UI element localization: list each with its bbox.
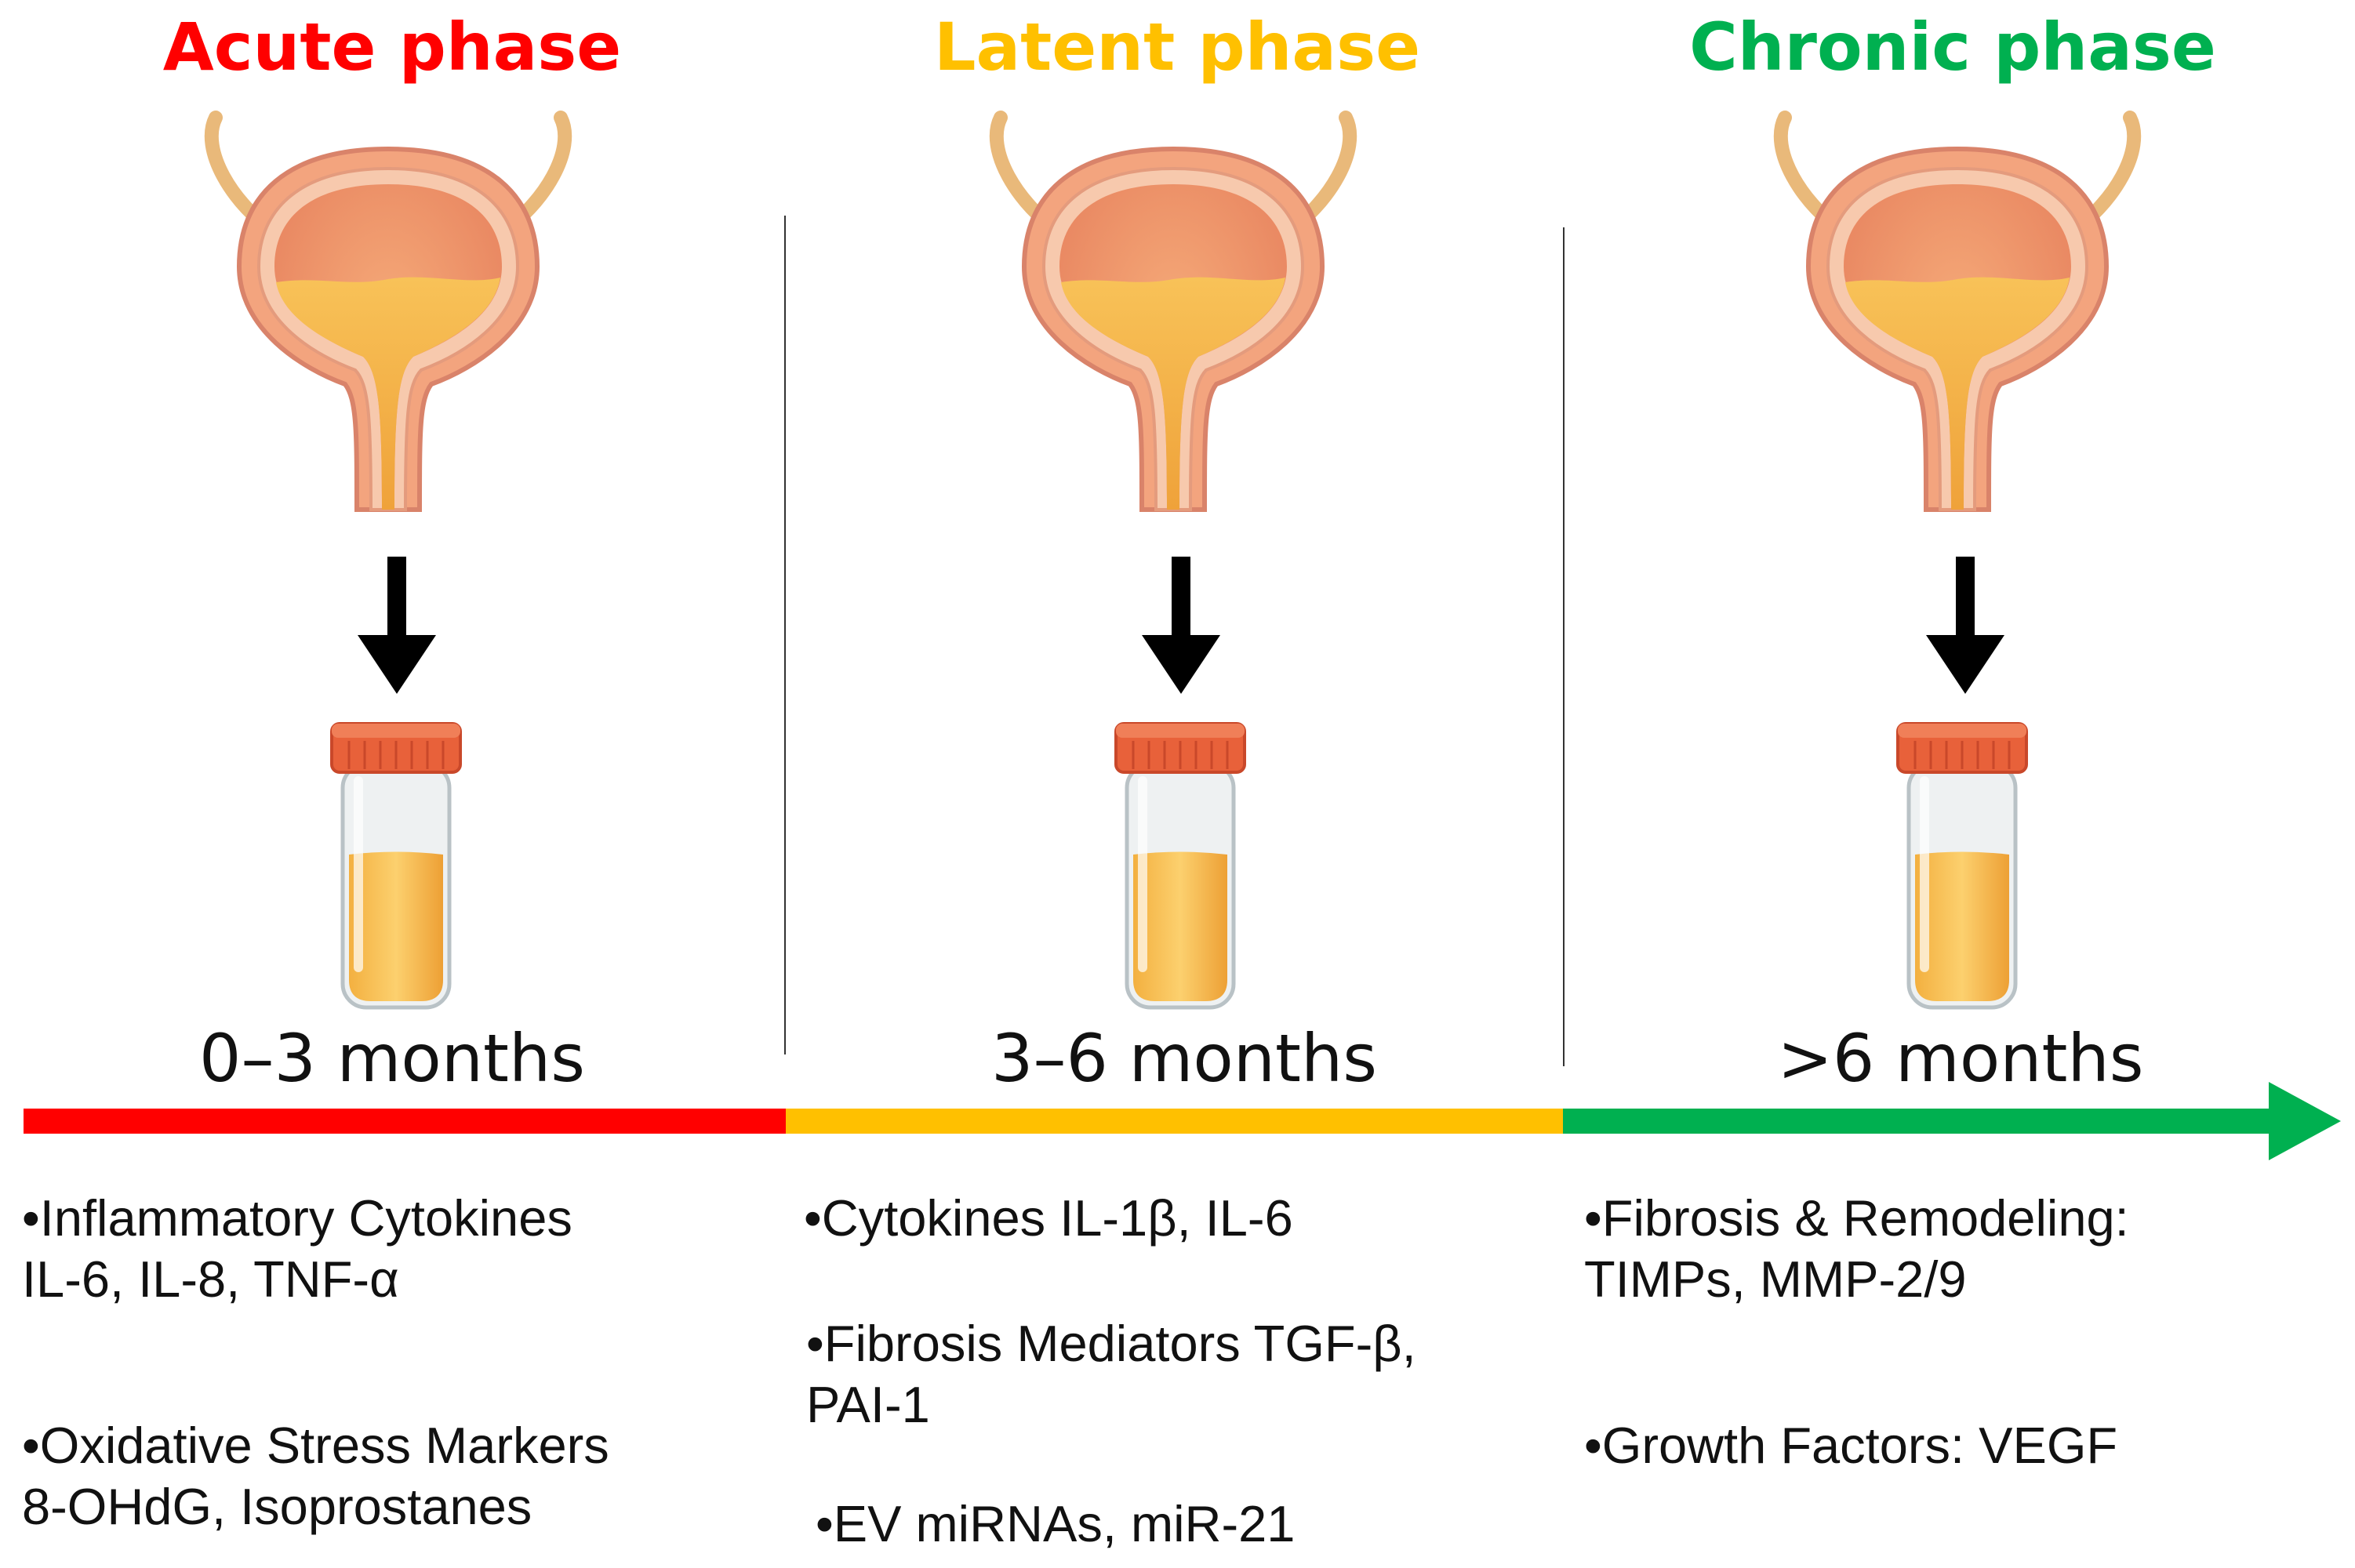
sample-tube-icon <box>330 722 462 1010</box>
timeline-arrowhead <box>2269 1082 2341 1160</box>
phase-divider <box>784 216 786 1054</box>
latent-bullet-2: •Fibrosis Mediators TGF-β, PAI-1 <box>806 1315 1416 1433</box>
latent-months-label: 3–6 months <box>991 1020 1377 1097</box>
latent-phase-title: Latent phase <box>933 9 1421 85</box>
chronic-months-label: >6 months <box>1777 1020 2144 1097</box>
acute-bullet-1: •Inflammatory Cytokines IL-6, IL-8, TNF-… <box>22 1189 572 1308</box>
latent-bullet-3: •EV miRNAs, miR-21 <box>816 1495 1296 1552</box>
sample-tube-icon <box>1896 722 2028 1010</box>
timeline-segment-latent <box>786 1109 1565 1134</box>
down-arrow-icon <box>1142 557 1220 694</box>
chronic-bullet-1: •Fibrosis & Remodeling: TIMPs, MMP-2/9 <box>1584 1189 2129 1308</box>
phase-divider <box>1563 227 1565 1066</box>
down-arrow-icon <box>358 557 436 694</box>
down-arrow-icon <box>1926 557 2004 694</box>
latent-bullet-1: •Cytokines IL-1β, IL-6 <box>804 1189 1293 1247</box>
timeline-segment-chronic <box>1563 1109 2278 1134</box>
bladder-icon <box>989 111 1357 512</box>
bladder-icon <box>1773 111 2142 512</box>
sample-tube-icon <box>1114 722 1246 1010</box>
timeline-segment-acute <box>24 1109 788 1134</box>
acute-bullet-2: •Oxidative Stress Markers 8-OHdG, Isopro… <box>22 1417 609 1535</box>
chronic-phase-title: Chronic phase <box>1689 9 2216 85</box>
chronic-bullet-2: •Growth Factors: VEGF <box>1584 1417 2118 1474</box>
acute-months-label: 0–3 months <box>199 1020 585 1097</box>
timeline-arrow <box>24 1082 2341 1160</box>
bladder-icon <box>204 111 572 512</box>
acute-phase-title: Acute phase <box>162 9 622 85</box>
